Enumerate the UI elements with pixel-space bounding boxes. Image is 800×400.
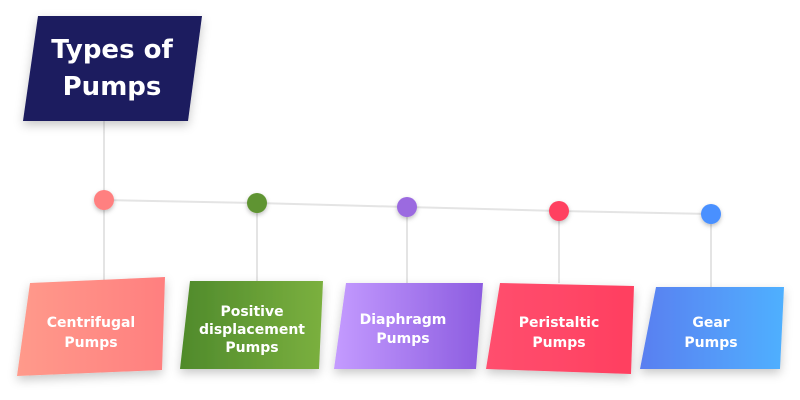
card-label-gear-line-1: Gear — [692, 315, 729, 331]
title-block: Types of Pumps — [23, 16, 202, 121]
card-shape-positive-displacement — [180, 281, 323, 369]
category-card-diaphragm: Diaphragm Pumps — [334, 283, 483, 369]
title-line-1: Types of — [51, 35, 173, 65]
title-shape — [23, 16, 202, 121]
category-dot-gear — [701, 204, 721, 224]
category-card-gear: Gear Pumps — [640, 287, 784, 369]
card-label-positive-displacement-line-3: Pumps — [225, 340, 278, 356]
card-shape-diaphragm — [334, 283, 483, 369]
card-label-peristaltic-line-1: Peristaltic — [519, 315, 600, 331]
card-shape-centrifugal — [17, 277, 165, 376]
category-card-centrifugal: Centrifugal Pumps — [17, 277, 165, 376]
card-label-diaphragm-line-2: Pumps — [376, 331, 429, 347]
category-dot-positive-displacement — [247, 193, 267, 213]
title-line-2: Pumps — [63, 72, 162, 102]
category-dot-diaphragm — [397, 197, 417, 217]
card-shape-peristaltic — [486, 283, 634, 374]
card-label-peristaltic-line-2: Pumps — [532, 335, 585, 351]
card-label-positive-displacement-line-1: Positive — [220, 304, 283, 320]
card-label-centrifugal-line-2: Pumps — [64, 335, 117, 351]
timeline-dots — [94, 190, 721, 224]
category-card-positive-displacement: Positive displacement Pumps — [180, 281, 323, 369]
card-label-centrifugal-line-1: Centrifugal — [47, 315, 135, 331]
card-label-positive-displacement-line-2: displacement — [199, 322, 305, 338]
category-dot-peristaltic — [549, 201, 569, 221]
category-dot-centrifugal — [94, 190, 114, 210]
card-shape-gear — [640, 287, 784, 369]
card-label-diaphragm-line-1: Diaphragm — [360, 312, 447, 328]
category-card-peristaltic: Peristaltic Pumps — [486, 283, 634, 374]
card-label-gear-line-2: Pumps — [684, 335, 737, 351]
